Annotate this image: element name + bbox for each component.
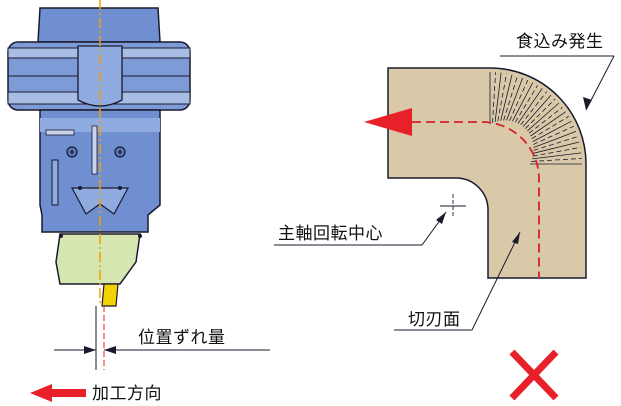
offset-dimension (54, 346, 270, 354)
spindle-center-label: 主軸回転中心 (278, 224, 383, 244)
spindle-center-mark (440, 194, 466, 218)
machining-direction-label: 加工方向 (92, 384, 162, 404)
hatch-line (522, 94, 552, 127)
hatch-line (492, 72, 496, 123)
hatch-line (500, 74, 513, 121)
hatch-line (494, 72, 502, 122)
hatch-line (506, 77, 523, 121)
hatch-line (528, 106, 563, 134)
offset-amount-label: 位置ずれ量 (138, 328, 226, 348)
hatch-line (533, 131, 577, 148)
hatch-line (533, 141, 580, 154)
hatch-line (520, 91, 548, 126)
tool-holder (7, 7, 191, 307)
hatch-line (532, 147, 581, 157)
left-arrow-icon (30, 384, 86, 402)
hatch-line (531, 116, 569, 140)
hatch-line (532, 120, 572, 142)
hatch-line (517, 88, 543, 124)
cutting-path (412, 121, 540, 278)
bite-hatching (489, 72, 582, 165)
hatch-line (531, 158, 582, 162)
hatch-line (530, 111, 566, 137)
hatch-line (514, 85, 538, 123)
cutting-face-label: 切刃面 (408, 310, 461, 330)
cross-icon (509, 349, 559, 401)
leader-lines (274, 55, 615, 331)
hatch-line (512, 82, 534, 122)
feed-arrow-icon (364, 108, 412, 136)
workpiece (387, 67, 587, 279)
hatch-line (525, 98, 556, 129)
bite-occurrence-label: 食込み発生 (516, 32, 604, 52)
hatch-line (527, 102, 560, 132)
hatch-line (532, 152, 582, 160)
hatch-line (497, 73, 507, 122)
